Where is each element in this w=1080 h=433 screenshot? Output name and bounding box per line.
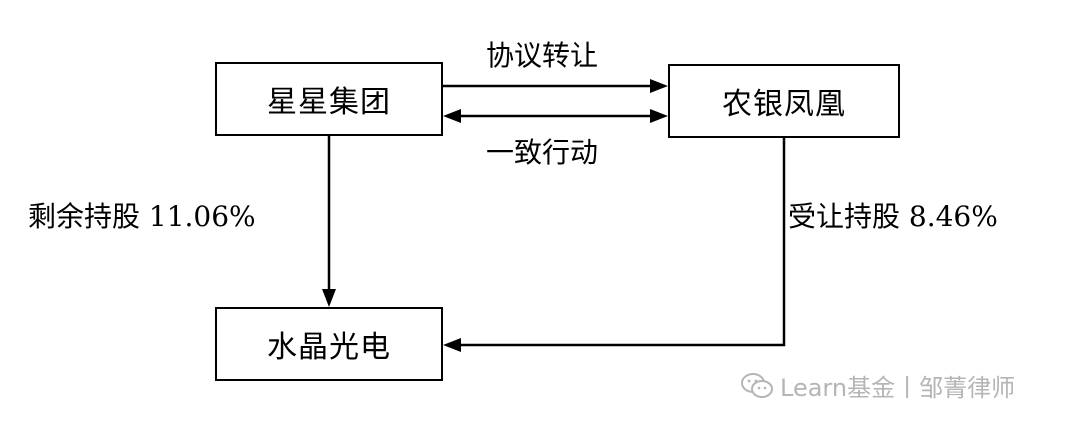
wechat-icon [741, 372, 773, 398]
node-xingxing-label: 星星集团 [267, 85, 391, 120]
node-xingxing-group: 星星集团 [215, 62, 443, 136]
node-nongyin-label: 农银凤凰 [722, 87, 846, 122]
watermark-text: Learn基金丨邹菁律师 [780, 374, 1016, 402]
received-arrow [443, 138, 786, 352]
concert-arrow [443, 109, 668, 123]
transfer-arrow [443, 79, 668, 93]
node-shuijing-optoelectronics: 水晶光电 [215, 307, 443, 381]
remaining-stake-label: 剩余持股 11.06% [28, 200, 256, 233]
node-shuijing-label: 水晶光电 [267, 330, 391, 365]
transfer-label: 协议转让 [486, 39, 599, 72]
watermark: Learn基金丨邹菁律师 [740, 368, 1015, 403]
concert-label: 一致行动 [486, 136, 599, 169]
remaining-arrow [322, 136, 336, 307]
received-stake-label: 受让持股 8.46% [788, 200, 998, 233]
node-nongyin-fenghuang: 农银凤凰 [668, 64, 900, 138]
